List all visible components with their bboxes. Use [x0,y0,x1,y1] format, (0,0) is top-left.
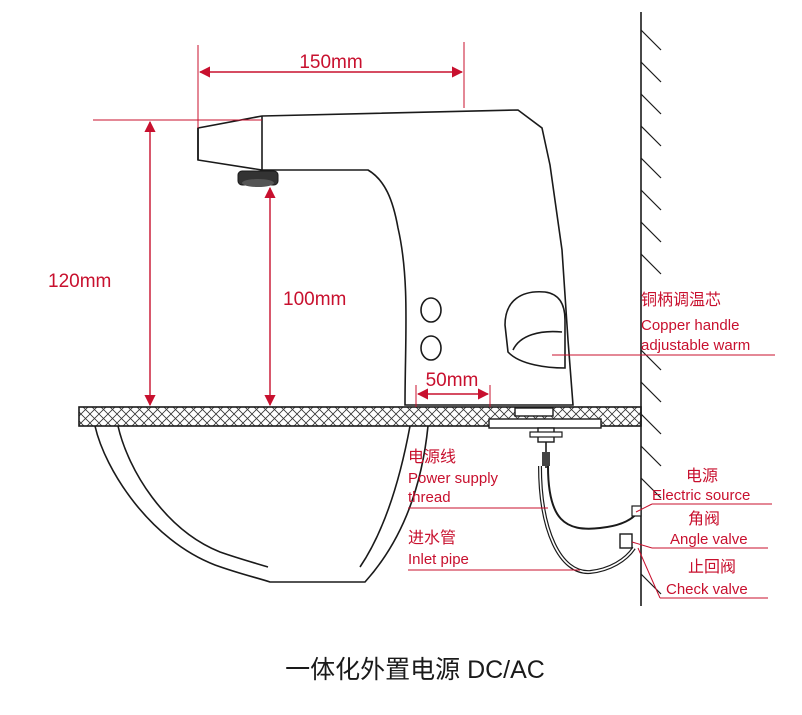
dimension-total-height-label: 120mm [48,271,111,292]
dimension-spout-height-label: 100mm [283,289,346,310]
handle-label-cn: 铜柄调温芯 [641,291,721,309]
handle-label-en-2: adjustable warm [641,337,750,354]
dimension-base-width: 50mm [415,370,491,407]
source-label-cn: 电源 [686,467,718,485]
power-label-cn: 电源线 [408,448,456,466]
angle-label-cn: 角阀 [688,510,720,528]
callout-power-supply: 电源线 Power supply thread [408,448,548,509]
temperature-handle [504,290,566,369]
angle-label-en: Angle valve [670,531,748,548]
check-label-en: Check valve [666,581,748,598]
sensor-window-upper [420,297,442,323]
callout-angle-valve: 角阀 Angle valve [631,510,768,549]
dimension-total-height: 120mm [48,119,262,407]
callout-check-valve: 止回阀 Check valve [637,547,768,599]
faucet-body [197,109,574,406]
mounting-hardware [488,407,602,468]
dimension-spout-height: 100mm [264,186,346,407]
power-label-en-2: thread [408,489,451,506]
source-label-en: Electric source [652,487,750,504]
callout-inlet-pipe: 进水管 Inlet pipe [408,529,580,571]
dimension-spout-length: 150mm [197,42,465,128]
handle-label-en-1: Copper handle [641,317,739,334]
callout-electric-source: 电源 Electric source [635,467,772,513]
power-cable [547,465,639,530]
sensor-window-lower [420,335,442,361]
angle-valve [619,533,633,549]
basin [94,425,429,583]
inlet-label-en: Inlet pipe [408,551,469,568]
inlet-label-cn: 进水管 [408,529,456,547]
power-label-en-1: Power supply [408,470,499,487]
callout-copper-handle: 铜柄调温芯 Copper handle adjustable warm [552,291,775,356]
inlet-pipe [538,465,636,575]
dimension-base-width-label: 50mm [426,370,479,391]
diagram-caption: 一体化外置电源 DC/AC [285,656,545,684]
check-label-cn: 止回阀 [688,558,736,576]
dimension-spout-length-label: 150mm [299,52,362,73]
power-and-inlet-pipes [538,465,642,575]
wall [640,12,662,606]
electric-source-plug [631,505,642,517]
